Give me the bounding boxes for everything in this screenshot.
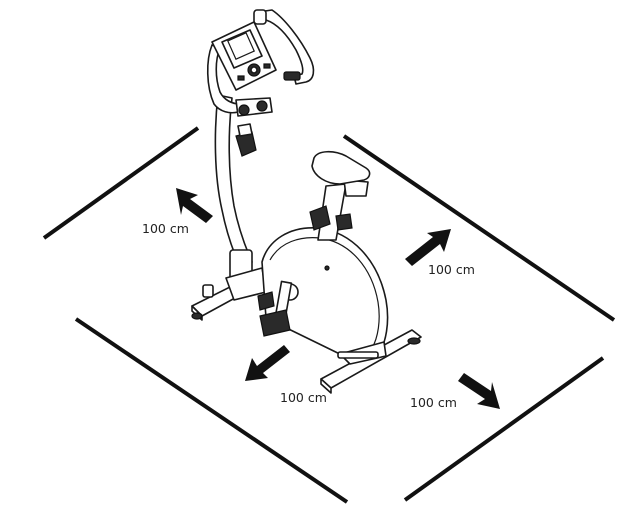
bottle-holder: [235, 123, 257, 157]
clearance-label-back-right: 100 cm: [428, 262, 475, 277]
seat-assembly: [309, 150, 371, 241]
arrow-up-left-icon: [176, 188, 213, 223]
arrow-down-right-icon: [458, 373, 500, 409]
exercise-bike-illustration: [191, 9, 422, 394]
boundary-line-back-left: [42, 126, 200, 240]
clearance-label-front-right: 100 cm: [410, 395, 457, 410]
console: [211, 21, 277, 91]
clearance-label-front-left: 100 cm: [280, 390, 327, 405]
handlebar: [206, 9, 315, 117]
handlebar-post: [214, 94, 267, 301]
crank-pedal: [257, 280, 379, 359]
arrow-down-left-icon: [245, 345, 290, 381]
clearance-label-back-left: 100 cm: [142, 221, 189, 236]
arrow-up-right-icon: [405, 229, 451, 266]
boundary-line-front-left: [74, 317, 349, 504]
boundary-line-front-right: [403, 356, 605, 502]
boundary-line-back-right: [342, 134, 616, 322]
